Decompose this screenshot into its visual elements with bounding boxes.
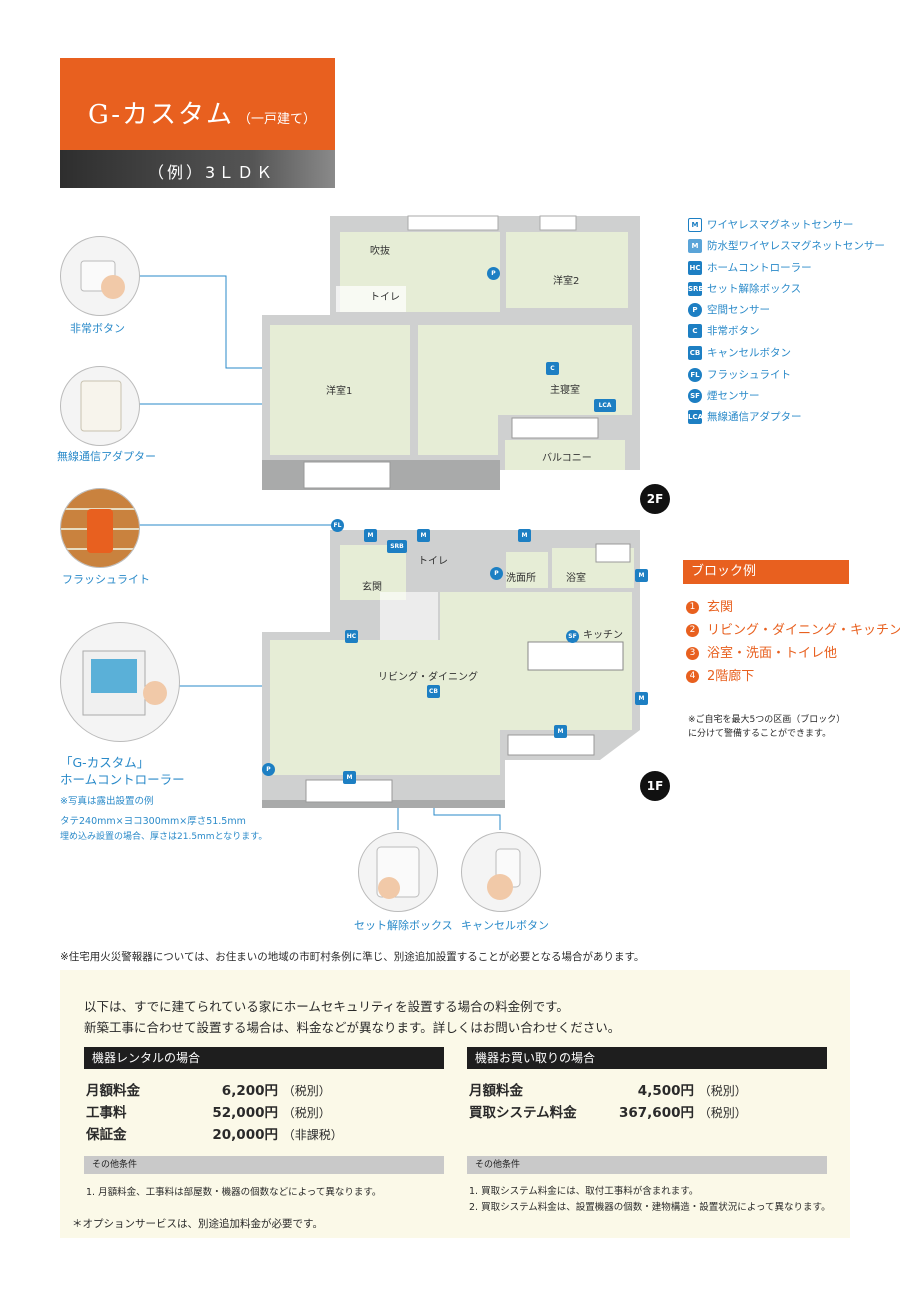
smoke-sensor-icon: SF: [688, 389, 702, 403]
home-controller-note: ※写真は露出設置の例: [60, 796, 154, 807]
magnet-sensor-marker: M: [343, 771, 356, 784]
example-label: （例）3ＬＤＫ: [148, 163, 276, 182]
rental-header: 機器レンタルの場合: [84, 1047, 444, 1069]
flash-light-photo: [60, 488, 140, 568]
magnet-sensor-marker: M: [364, 529, 377, 542]
magnet-sensor-marker: M: [554, 725, 567, 738]
floor-plan-diagram: [138, 215, 640, 830]
cancel-button-icon: CB: [688, 346, 702, 360]
room-entrance: 玄関: [362, 582, 382, 593]
purchase-other-text-2: 2. 買取システム料金は、設置機器の個数・建物構造・設置状況によって異なります。: [469, 1202, 831, 1213]
rental-other-text: 1. 月額料金、工事料は部屋数・機器の個数などによって異なります。: [86, 1187, 382, 1198]
floor1-badge: 1F: [640, 771, 670, 801]
home-controller-size: タテ240mm×ヨコ300mm×厚さ51.5mm: [60, 816, 246, 827]
cancel-button-marker: CB: [427, 685, 440, 698]
room-balcony: バルコニー: [542, 453, 592, 464]
magnet-sensor-marker: M: [635, 692, 648, 705]
fire-alarm-note: ※住宅用火災警報器については、お住まいの地域の市町村条例に準じ、別途追加設置する…: [60, 951, 645, 963]
emergency-button-marker: C: [546, 362, 559, 375]
block-example-title: ブロック例: [683, 560, 849, 584]
emergency-button-icon: C: [688, 324, 702, 338]
home-controller-title-2: ホームコントローラー: [60, 772, 185, 787]
pricing-intro: 以下は、すでに建てられている家にホームセキュリティを設置する場合の料金例です。新…: [84, 999, 621, 1035]
adapter-marker: LCA: [594, 399, 616, 412]
set-box-label: セット解除ボックス: [354, 919, 453, 932]
page-title: G-カスタム（一戸建て）: [88, 100, 317, 130]
pricing-panel: [60, 970, 850, 1238]
set-box-icon: SRB: [688, 282, 704, 296]
room-washroom: 洗面所: [506, 573, 536, 584]
floor2-plan: [262, 215, 640, 490]
space-sensor-marker: P: [487, 267, 500, 280]
room-living: リビング・ダイニング: [378, 672, 478, 683]
controller-marker: HC: [345, 630, 358, 643]
room-western1: 洋室1: [326, 386, 353, 397]
purchase-other-text-1: 1. 買取システム料金には、取付工事料が含まれます。: [469, 1186, 699, 1197]
waterproof-magnet-sensor-icon: M: [688, 239, 702, 253]
emergency-button-photo: [60, 236, 140, 316]
adapter-photo: [60, 366, 140, 446]
set-box-photo: [358, 832, 438, 912]
home-controller-icon: HC: [688, 261, 702, 275]
space-sensor-icon: P: [688, 303, 702, 317]
flash-light-icon: FL: [688, 368, 702, 382]
example-banner: （例）3ＬＤＫ: [60, 150, 335, 188]
title-banner: G-カスタム（一戸建て）: [60, 58, 335, 150]
space-sensor-marker: P: [490, 567, 503, 580]
space-sensor-marker: P: [262, 763, 275, 776]
magnet-sensor-icon: M: [688, 218, 702, 232]
option-note: ＊オプションサービスは、別途追加料金が必要です。: [72, 1218, 323, 1230]
purchase-header: 機器お買い取りの場合: [467, 1047, 827, 1069]
magnet-sensor-marker: M: [635, 569, 648, 582]
home-controller-title-1: 「G-カスタム」: [60, 755, 150, 770]
set-box-marker: SRB: [387, 540, 407, 553]
adapter-icon: LCA: [688, 410, 703, 424]
magnet-sensor-marker: M: [417, 529, 430, 542]
flash-light-label: フラッシュライト: [62, 573, 150, 586]
smoke-sensor-marker: SF: [566, 630, 579, 643]
magnet-sensor-marker: M: [518, 529, 531, 542]
purchase-other-header: その他条件: [467, 1156, 827, 1174]
room-master: 主寝室: [550, 385, 580, 396]
room-kitchen: キッチン: [583, 630, 623, 641]
emergency-button-label: 非常ボタン: [70, 322, 125, 335]
flash-light-marker: FL: [331, 519, 344, 532]
home-controller-caption: 「G-カスタム」 ホームコントローラー: [60, 754, 185, 788]
adapter-label: 無線通信アダプター: [57, 450, 156, 463]
floor2-badge: 2F: [640, 484, 670, 514]
page-title-sub: （一戸建て）: [238, 112, 317, 127]
cancel-button-label: キャンセルボタン: [461, 919, 549, 932]
cancel-button-photo: [461, 832, 541, 912]
room-toilet-2f: トイレ: [370, 292, 400, 303]
floor1-plan: [262, 530, 640, 808]
room-toilet-1f: トイレ: [418, 556, 448, 567]
block-note: ※ご自宅を最大5つの区画（ブロック）に分けて警備することができます。: [688, 715, 846, 739]
room-fukinuke: 吹抜: [370, 246, 390, 257]
home-controller-photo: [60, 622, 180, 742]
room-bath: 浴室: [566, 573, 586, 584]
room-western2: 洋室2: [553, 276, 580, 287]
rental-other-header: その他条件: [84, 1156, 444, 1174]
home-controller-embed: 埋め込み設置の場合、厚さは21.5mmとなります。: [60, 832, 268, 842]
